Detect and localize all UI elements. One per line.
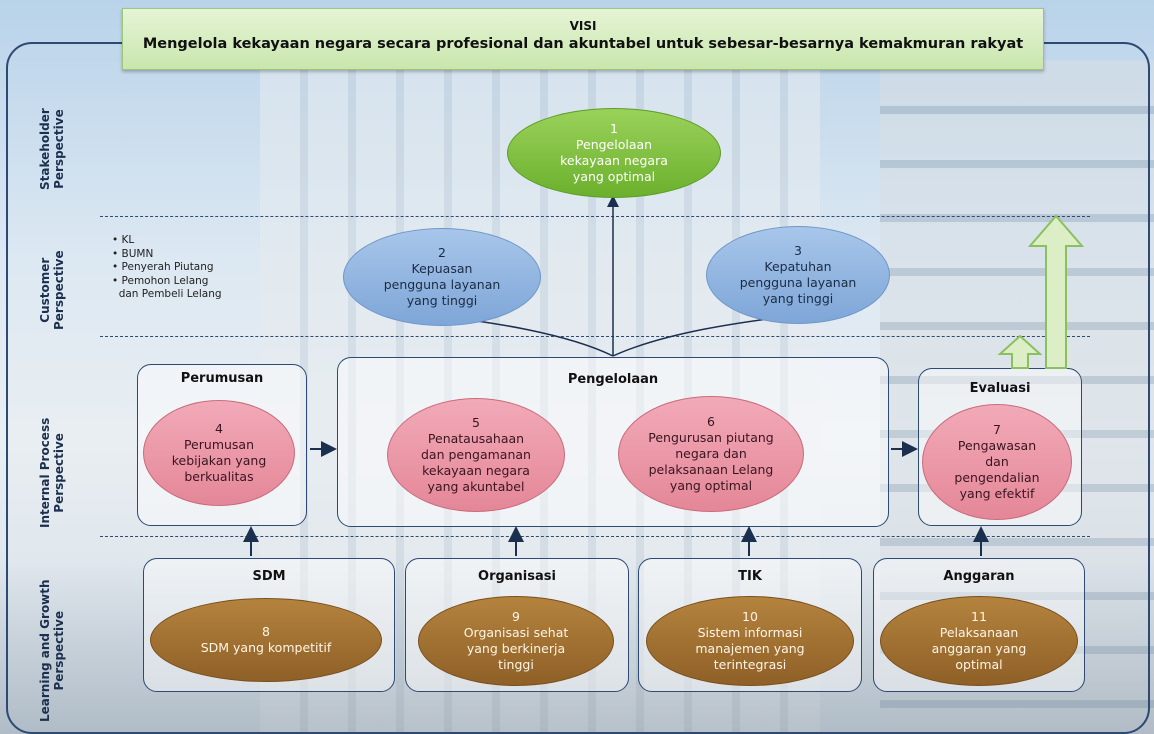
- objective-9: 9 Organisasi sehat yang berkinerja tingg…: [418, 596, 614, 686]
- big-up-arrow-icon: [1027, 214, 1085, 369]
- visi-banner: VISI Mengelola kekayaan negara secara pr…: [122, 8, 1044, 70]
- objective-5: 5 Penatausahaan dan pengamanan kekayaan …: [387, 398, 565, 512]
- group-title: Evaluasi: [969, 381, 1031, 396]
- objective-3: 3 Kepatuhan pengguna layanan yang tinggi: [706, 226, 890, 324]
- arrow-to-objective-3: [612, 311, 793, 357]
- divider-internal-learning: [100, 536, 1090, 537]
- visi-text: Mengelola kekayaan negara secara profesi…: [142, 36, 1024, 52]
- objective-10: 10 Sistem informasi manajemen yang terin…: [646, 596, 854, 686]
- group-title: TIK: [738, 569, 762, 584]
- group-title: SDM: [252, 569, 286, 584]
- list-item: • Penyerah Piutang: [112, 261, 214, 273]
- objective-7: 7 Pengawasan dan pengendalian yang efekt…: [922, 404, 1072, 520]
- objective-6: 6 Pengurusan piutang negara dan pelaksan…: [618, 396, 804, 512]
- group-title: Pengelolaan: [567, 372, 659, 387]
- list-item: dan Pembeli Lelang: [118, 288, 222, 300]
- group-title: Perumusan: [180, 371, 264, 386]
- group-title: Organisasi: [478, 569, 556, 584]
- visi-heading: VISI: [569, 19, 597, 33]
- objective-8: 8 SDM yang kompetitif: [150, 598, 382, 682]
- objective-1: 1 Pengelolaan kekayaan negara yang optim…: [507, 108, 721, 198]
- divider-stakeholder-customer: [100, 216, 1090, 217]
- list-item: • BUMN: [112, 247, 154, 260]
- list-item: • KL: [112, 234, 135, 246]
- objective-2: 2 Kepuasan pengguna layanan yang tinggi: [343, 228, 541, 326]
- list-item: • Pemohon Lelang: [112, 274, 209, 287]
- small-up-arrow-icon: [997, 334, 1043, 369]
- objective-11: 11 Pelaksanaan anggaran yang optimal: [880, 596, 1078, 686]
- group-title: Anggaran: [943, 569, 1015, 584]
- objective-4: 4 Perumusan kebijakan yang berkualitas: [143, 400, 295, 506]
- customer-list: • KL • BUMN • Penyerah Piutang • Pemohon…: [112, 234, 222, 302]
- divider-customer-internal: [100, 336, 1090, 337]
